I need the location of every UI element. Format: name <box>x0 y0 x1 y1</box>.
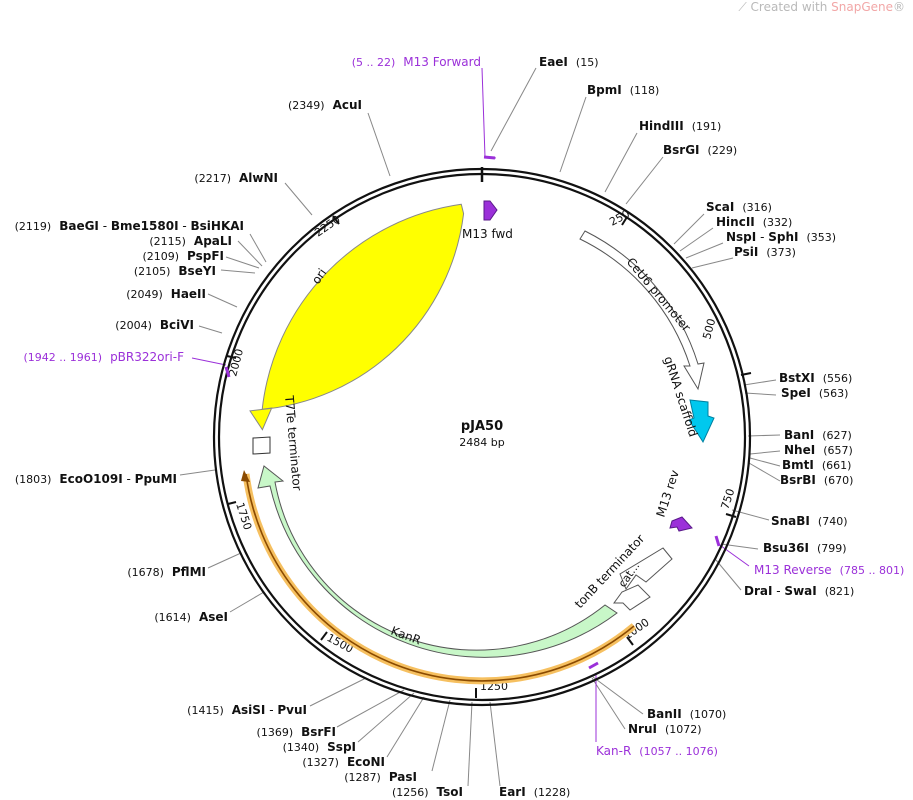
watermark-brand: SnapGene <box>831 0 893 14</box>
enzyme-site-bpmi[interactable]: BpmI(118) <box>587 83 659 97</box>
kanr-highlight-line <box>245 473 635 682</box>
ruler-labels: 250 500 750 1000 1250 1500 1750 2000 225… <box>226 207 737 693</box>
enzyme-site-bstxi[interactable]: BstXI(556) <box>779 371 852 385</box>
enzyme-site-nrui[interactable]: NruI(1072) <box>628 722 702 736</box>
enzyme-site-ecoo109i-ppumi[interactable]: (1803)EcoO109I - PpuMI <box>15 472 177 486</box>
enzyme-site-bsrbi[interactable]: BsrBI(670) <box>780 473 853 487</box>
enzyme-site-bsrfi[interactable]: (1369)BsrFI <box>257 725 336 739</box>
enzyme-site-pasi[interactable]: (1287)PasI <box>344 770 417 784</box>
feature-m13-rev[interactable] <box>669 516 693 532</box>
enzyme-site-asisi-pvui[interactable]: (1415)AsiSI - PvuI <box>187 703 307 717</box>
enzyme-site-eari[interactable]: EarI(1228) <box>499 785 570 799</box>
enzyme-site-drai-swai[interactable]: DraI - SwaI(821) <box>744 584 854 598</box>
enzyme-site-sspi[interactable]: (1340)SspI <box>283 740 356 754</box>
enzyme-site-eaei[interactable]: EaeI(15) <box>539 55 599 69</box>
enzyme-site-nhei[interactable]: NheI(657) <box>784 443 853 457</box>
feature-kanr[interactable] <box>257 465 618 658</box>
enzyme-site-banii[interactable]: BanII(1070) <box>647 707 726 721</box>
leader-lines <box>179 67 781 787</box>
enzyme-site-acui[interactable]: (2349)AcuI <box>288 98 362 112</box>
feature-t7te-terminator[interactable] <box>252 436 271 455</box>
enzyme-site-pflmi[interactable]: (1678)PflMI <box>127 565 206 579</box>
enzyme-site-nspi-sphi[interactable]: NspI - SphI(353) <box>726 230 836 244</box>
enzyme-site-bsrgi[interactable]: BsrGI(229) <box>663 143 737 157</box>
enzyme-site-bcivi[interactable]: (2004)BciVI <box>115 318 194 332</box>
enzyme-site-bsu36i[interactable]: Bsu36I(799) <box>763 541 847 555</box>
feature-tonb-terminator[interactable] <box>613 584 651 611</box>
enzyme-site-hincii[interactable]: HincII(332) <box>716 215 792 229</box>
enzyme-site-spei[interactable]: SpeI(563) <box>781 386 848 400</box>
primer-m13-reverse[interactable]: M13 Reverse(785 .. 801) <box>754 563 904 577</box>
enzyme-site-tsoi[interactable]: (1256)TsoI <box>392 785 463 799</box>
snapgene-logo-icon: ⟋ <box>738 0 751 14</box>
plasmid-length: 2484 bp <box>459 436 504 449</box>
enzyme-site-alwni[interactable]: (2217)AlwNI <box>194 171 278 185</box>
feature-label-m13fwd: M13 fwd <box>462 227 513 241</box>
enzyme-site-psii[interactable]: PsiI(373) <box>734 245 796 259</box>
enzyme-site-econi[interactable]: (1327)EcoNI <box>302 755 385 769</box>
primer-kan-r[interactable]: Kan-R(1057 .. 1076) <box>596 744 718 758</box>
primer-m13-forward[interactable]: (5 .. 22)M13 Forward <box>352 55 481 69</box>
feature-grna-scaffold[interactable] <box>688 399 715 444</box>
enzyme-site-scai[interactable]: ScaI(316) <box>706 200 772 214</box>
primer-pbr322ori-f[interactable]: (1942 .. 1961)pBR322ori-F <box>24 350 185 364</box>
feature-cat[interactable] <box>619 547 673 591</box>
watermark: ⟋ Created with SnapGene® <box>738 0 905 15</box>
ruler-ticks <box>226 215 752 698</box>
enzyme-site-haeii[interactable]: (2049)HaeII <box>126 287 206 301</box>
ruler-label-750: 750 <box>718 487 737 511</box>
feature-m13-fwd[interactable] <box>483 200 498 221</box>
feature-label-t7te: T7Te terminator <box>282 394 304 491</box>
enzyme-site-pspfi[interactable]: (2109)PspFI <box>142 249 224 263</box>
primer-marks <box>224 155 721 670</box>
enzyme-site-baegi-bme1580i-bsihkai[interactable]: (2119)BaeGI - Bme1580I - BsiHKAI <box>15 219 244 233</box>
enzyme-site-asei[interactable]: (1614)AseI <box>154 610 228 624</box>
enzyme-site-bmti[interactable]: BmtI(661) <box>782 458 851 472</box>
watermark-mark: ® <box>893 0 905 14</box>
feature-ori[interactable] <box>249 203 465 431</box>
ruler-label-250: 250 <box>607 207 632 228</box>
enzyme-site-hindiii[interactable]: HindIII(191) <box>639 119 721 133</box>
watermark-prefix: Created with <box>750 0 832 14</box>
enzyme-site-bseyi[interactable]: (2105)BseYI <box>134 264 216 278</box>
feature-label-m13rev: M13 rev <box>654 468 682 519</box>
enzyme-site-apali[interactable]: (2115)ApaLI <box>149 234 232 248</box>
feature-ceu6-promoter[interactable] <box>579 230 705 391</box>
plasmid-name: pJA50 <box>461 419 503 434</box>
feature-label-kanr: KanR <box>389 624 423 648</box>
enzyme-site-snabi[interactable]: SnaBI(740) <box>771 514 848 528</box>
kanr-highlight-arrowhead <box>241 470 250 482</box>
ruler-label-500: 500 <box>700 317 718 341</box>
enzyme-site-bani[interactable]: BanI(627) <box>784 428 852 442</box>
